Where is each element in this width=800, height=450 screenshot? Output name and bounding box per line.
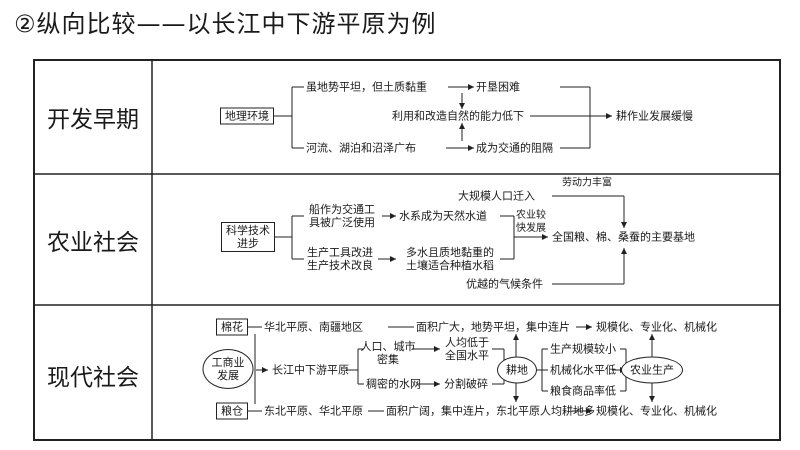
node-yangtze: 长江中下游平原 bbox=[272, 363, 349, 377]
node-labor: 劳动力丰富 bbox=[562, 177, 612, 189]
node-tech-progress: 科学技术 进步 bbox=[221, 222, 275, 252]
node-fragmented: 分割破碎 bbox=[444, 377, 488, 391]
node-slow-farming: 耕作业发展缓慢 bbox=[616, 109, 693, 123]
early-arrows bbox=[274, 84, 612, 151]
page-title: ②纵向比较——以长江中下游平原为例 bbox=[14, 10, 437, 38]
node-industry: 工商业 发展 bbox=[202, 349, 254, 389]
node-geo-environment: 地理环境 bbox=[220, 107, 274, 125]
node-flat-clay: 虽地势平坦，但土质黏重 bbox=[306, 80, 427, 94]
node-boats: 船作为交通工 具被广泛使用 bbox=[309, 203, 375, 229]
node-low-capacity: 利用和改造自然的能力低下 bbox=[392, 109, 524, 123]
node-cotton: 棉花 bbox=[216, 318, 248, 336]
node-per-capita: 人均低于 全国水平 bbox=[445, 336, 489, 362]
period-label-early: 开发早期 bbox=[47, 107, 139, 133]
table-border bbox=[33, 59, 781, 441]
node-agri-production: 农业生产 bbox=[621, 356, 683, 384]
node-migration: 大规模人口迁入 bbox=[458, 189, 535, 203]
node-water-net: 稠密的水网 bbox=[366, 377, 421, 391]
node-low-mechanization: 机械化水平低 bbox=[550, 363, 616, 377]
node-small-scale: 生产规模较小 bbox=[550, 342, 616, 356]
node-granary: 粮仓 bbox=[216, 402, 248, 420]
node-farmland: 耕地 bbox=[497, 356, 537, 384]
node-hard-reclaim: 开垦困难 bbox=[476, 80, 520, 94]
node-low-commodity: 粮食商品率低 bbox=[550, 384, 616, 398]
node-cotton-region: 华北平原、南疆地区 bbox=[264, 320, 363, 334]
node-cotton-result: 规模化、专业化、机械化 bbox=[596, 320, 717, 334]
period-label-agriculture: 农业社会 bbox=[47, 230, 139, 256]
agri-arrows bbox=[275, 195, 627, 285]
period-label-modern: 现代社会 bbox=[47, 365, 139, 391]
node-granary-region: 东北平原、华北平原 bbox=[264, 404, 363, 418]
node-granary-feature: 面积广阔，集中连片，东北平原人均耕地多 bbox=[386, 404, 595, 418]
node-main-base: 全国粮、棉、桑蚕的主要基地 bbox=[552, 230, 695, 244]
node-traffic-barrier: 成为交通的阻隔 bbox=[476, 141, 553, 155]
node-rivers-lakes: 河流、湖泊和沼泽广布 bbox=[306, 141, 416, 155]
node-waterway: 水系成为天然水道 bbox=[399, 209, 487, 223]
node-fast-growth: 农业较 快发展 bbox=[516, 210, 546, 234]
node-climate: 优越的气候条件 bbox=[466, 277, 543, 291]
node-granary-result: 规模化、专业化、机械化 bbox=[596, 404, 717, 418]
node-tools: 生产工具改进 生产技术改良 bbox=[307, 246, 373, 272]
node-rice-soil: 多水且质地黏重的 土壤适合种植水稻 bbox=[406, 246, 494, 272]
node-cotton-feature: 面积广大，地势平坦，集中连片 bbox=[416, 320, 570, 334]
node-dense-city: 人口、城市 密集 bbox=[360, 340, 416, 366]
